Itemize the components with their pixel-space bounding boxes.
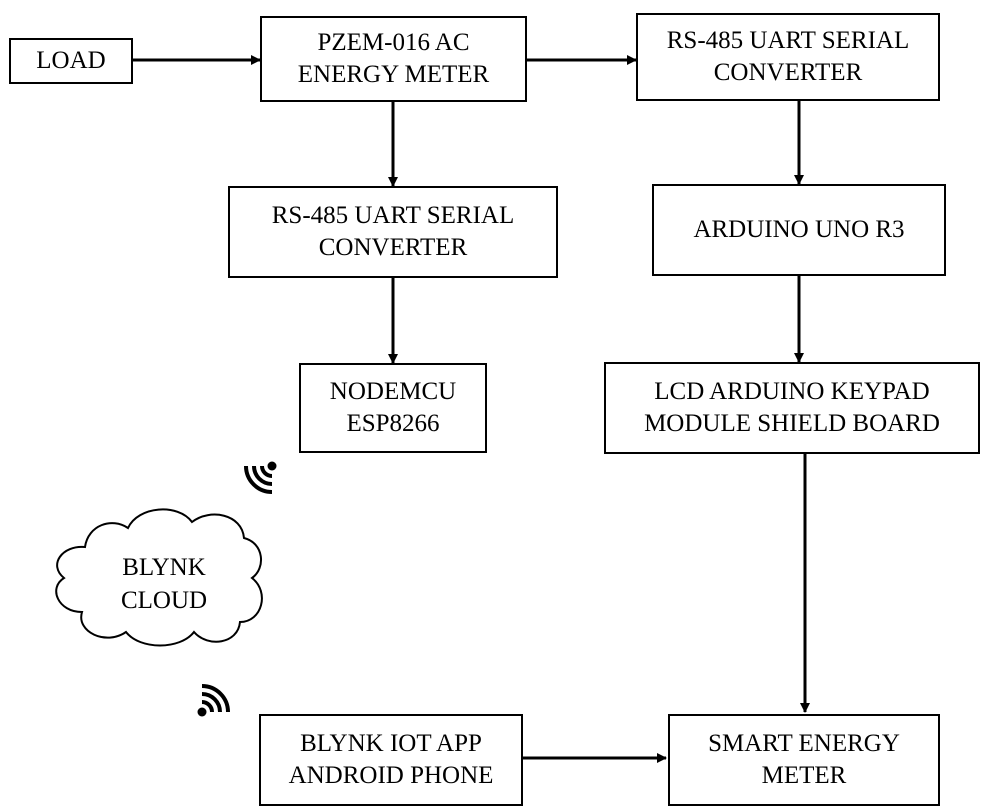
- arduino-label: ARDUINO UNO R3: [693, 215, 905, 243]
- nodemcu-block: NODEMCU ESP8266: [299, 363, 487, 453]
- load-block: LOAD: [9, 38, 133, 84]
- blynk-app-label-line-2: ANDROID PHONE: [288, 762, 494, 789]
- lcd-label-line-1: LCD ARDUINO KEYPAD: [654, 377, 930, 405]
- rs485-converter-right-block: RS-485 UART SERIAL CONVERTER: [636, 13, 940, 101]
- smart-meter-label-line-1: SMART ENERGY: [708, 729, 900, 757]
- pzem-label-line-1: PZEM-016 AC: [317, 28, 470, 56]
- smart-meter-label-line-2: METER: [761, 762, 847, 789]
- smart-energy-meter-block: SMART ENERGY METER: [668, 714, 940, 806]
- rs485-right-label-line-2: CONVERTER: [713, 59, 863, 86]
- rs485-left-label-line-1: RS-485 UART SERIAL: [271, 201, 515, 229]
- load-label: LOAD: [36, 46, 106, 74]
- pzem-energy-meter-block: PZEM-016 AC ENERGY METER: [260, 16, 527, 102]
- blynk-app-label-line-1: BLYNK IOT APP: [300, 729, 482, 757]
- rs485-converter-left-block: RS-485 UART SERIAL CONVERTER: [228, 186, 558, 278]
- blynk-iot-app-block: BLYNK IOT APP ANDROID PHONE: [259, 714, 523, 806]
- arduino-uno-block: ARDUINO UNO R3: [652, 184, 946, 276]
- lcd-keypad-shield-block: LCD ARDUINO KEYPAD MODULE SHIELD BOARD: [604, 362, 980, 454]
- rs485-right-label-line-1: RS-485 UART SERIAL: [666, 26, 910, 54]
- cloud-label-line-2: CLOUD: [120, 586, 208, 614]
- lcd-label-line-2: MODULE SHIELD BOARD: [644, 410, 940, 437]
- blynk-cloud-label: BLYNK CLOUD: [84, 552, 244, 617]
- cloud-label-line-1: BLYNK: [122, 554, 206, 581]
- wifi-signal-icon: [197, 684, 230, 717]
- pzem-label-line-2: ENERGY METER: [297, 61, 490, 88]
- nodemcu-label-line-1: NODEMCU: [329, 377, 457, 405]
- nodemcu-label-line-2: ESP8266: [346, 410, 440, 437]
- cloud-shape: [55, 508, 263, 647]
- rs485-left-label-line-2: CONVERTER: [318, 234, 468, 261]
- wifi-signal-icon: [244, 461, 277, 494]
